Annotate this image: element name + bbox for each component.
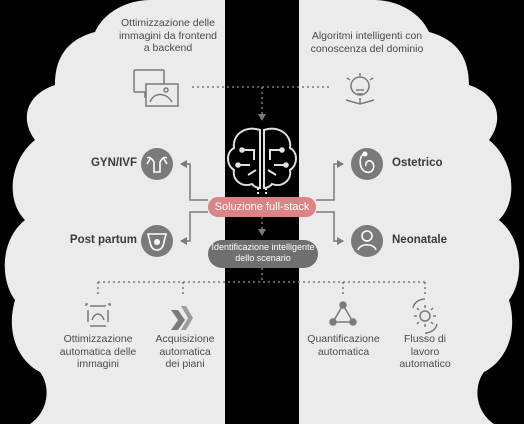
pelvis-icon: [141, 225, 173, 257]
scenario-pill: [208, 240, 318, 268]
uterus-icon: [141, 148, 173, 180]
right-panel: [299, 0, 520, 424]
solution-pill-text: Soluzione full-stack: [214, 201, 310, 213]
scenario-pill-text: Identificazione intelligente dello scena…: [211, 242, 315, 263]
arrow-post: [180, 211, 208, 245]
arrow-obst: [316, 160, 344, 201]
auto-image-icon: [85, 303, 111, 327]
baby-icon: [351, 225, 383, 257]
solution-pill: [208, 197, 316, 217]
obst-label: Ostetrico: [392, 157, 443, 169]
lightbulb-book-icon: [345, 73, 375, 105]
neo-label: Neonatale: [392, 234, 447, 246]
bottom-connector: [97, 268, 426, 296]
network-measure-icon: [329, 301, 357, 326]
top-right-label: Algoritmi intelligenti con conoscenza de…: [310, 30, 424, 55]
fetus-icon: [351, 148, 383, 180]
monitor-image-icon: [133, 69, 179, 107]
bottom-label-quantification: Quantificazione automatica: [307, 333, 380, 358]
arrow-neo: [316, 211, 344, 245]
planes-icon: [171, 306, 193, 330]
top-left-label: Ottimizzazione delle immagini da fronten…: [118, 17, 218, 54]
gear-flow-icon: [412, 298, 438, 334]
brain-circuit-icon: [227, 127, 297, 196]
arrow-gyn: [180, 160, 208, 201]
bottom-label-planes: Acquisizione automatica dei piani: [155, 333, 215, 370]
bottom-label-workflow: Flusso di lavoro automatico: [399, 333, 451, 370]
gyn-label: GYN/IVF: [90, 157, 137, 169]
bottom-label-image-opt: Ottimizzazione automatica delle immagini: [59, 333, 137, 370]
post-label: Post partum: [69, 234, 137, 246]
